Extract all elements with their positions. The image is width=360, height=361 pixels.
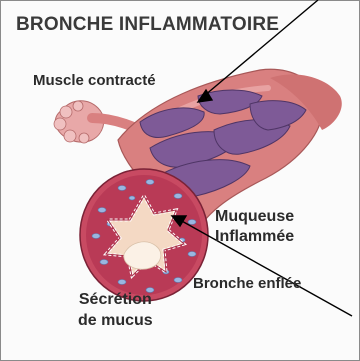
label-inflamed-mucosa-line2: Inflammée: [215, 227, 294, 247]
label-muscle-contracted: Muscle contracté: [33, 72, 156, 90]
label-mucus-secretion-line1: Sécrétion: [78, 289, 153, 310]
bronchus-cross-section: [80, 169, 208, 301]
label-mucus-secretion: Sécrétion de mucus: [78, 289, 153, 331]
label-inflamed-mucosa: Muqueuse Inflammée: [215, 207, 294, 247]
label-mucus-secretion-line2: de mucus: [78, 310, 153, 331]
label-inflamed-mucosa-line1: Muqueuse: [215, 207, 294, 227]
label-swollen-bronchus: Bronche enflée: [193, 275, 301, 293]
